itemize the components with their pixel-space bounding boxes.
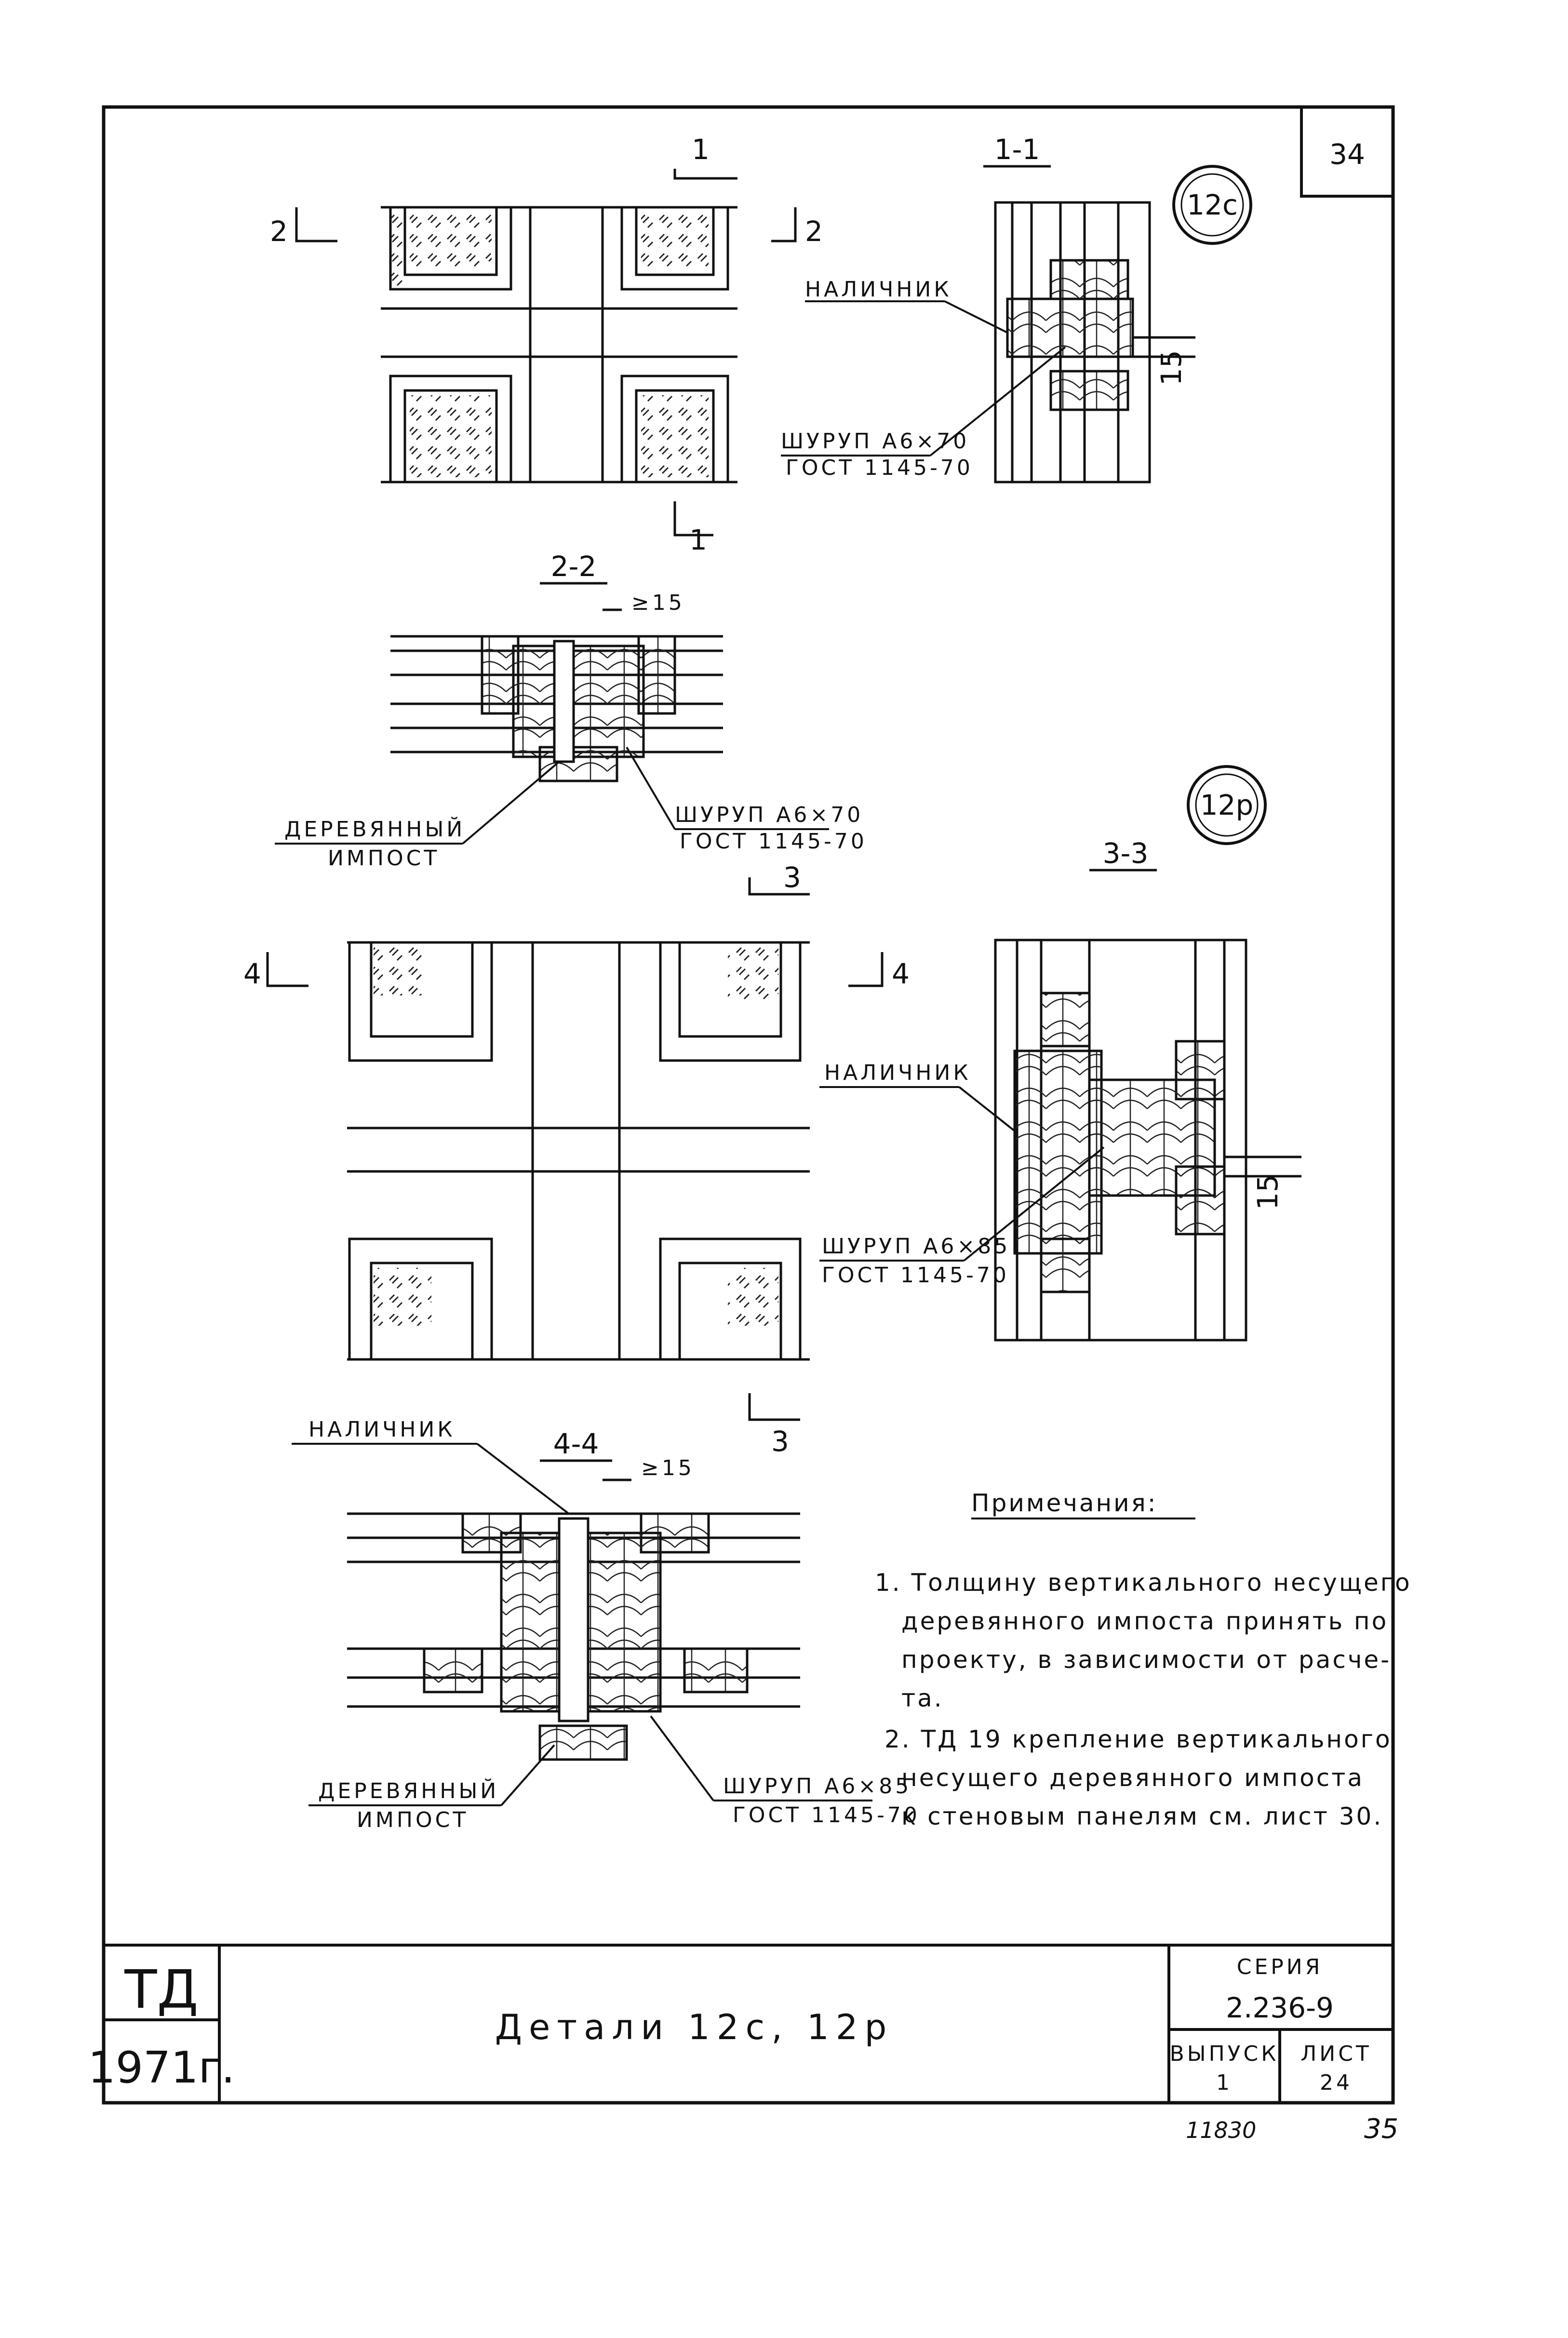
dimension-15-s33: 15 bbox=[1251, 1174, 1284, 1210]
note-line-7: к стеновым панелям см. лист 30. bbox=[901, 1802, 1383, 1830]
cut-mark-2-left: 2 bbox=[270, 215, 288, 248]
note-line-3: проекту, в зависимости от расче- bbox=[901, 1646, 1391, 1674]
window-plan-12c bbox=[381, 206, 737, 484]
label-impost-2-s22: ИМПОСТ bbox=[328, 846, 440, 871]
note-line-4: та. bbox=[901, 1684, 944, 1712]
note-line-1: 1. Толщину вертикального несущего bbox=[875, 1569, 1412, 1597]
issue-label: ВЫПУСК bbox=[1170, 2042, 1279, 2066]
notes-title: Примечания: bbox=[971, 1489, 1158, 1517]
cut-mark-4-right: 4 bbox=[892, 957, 910, 990]
detail-marker-12c-label: 12с bbox=[1187, 188, 1238, 221]
label-gost-s22: ГОСТ 1145-70 bbox=[680, 829, 867, 854]
title-block bbox=[104, 1944, 1393, 2103]
cut-mark-3-bottom: 3 bbox=[771, 1425, 789, 1458]
label-screw-s33: ШУРУП А6×85 bbox=[822, 1234, 1010, 1259]
label-screw-s44: ШУРУП А6×85 bbox=[723, 1774, 911, 1799]
label-gost-s11: ГОСТ 1145-70 bbox=[786, 456, 973, 480]
cut-marks-plan-2 bbox=[266, 877, 884, 1421]
handwritten-number-right: 35 bbox=[1364, 2113, 1398, 2145]
page-number: 34 bbox=[1329, 138, 1365, 171]
section-title-4-4: 4-4 bbox=[553, 1427, 599, 1460]
series-label: СЕРИЯ bbox=[1237, 1955, 1323, 1979]
handwritten-number-left: 11830 bbox=[1186, 2117, 1256, 2143]
cut-mark-4-left: 4 bbox=[243, 957, 261, 990]
dimension-15-s11: 15 bbox=[1155, 350, 1188, 386]
detail-marker-12p bbox=[1187, 765, 1267, 845]
series-value: 2.236-9 bbox=[1226, 1991, 1334, 2024]
label-impost-1-s44: ДЕРЕВЯННЫЙ bbox=[318, 1778, 499, 1803]
title-block-org: ТД bbox=[124, 1959, 198, 2020]
cut-mark-1-top: 1 bbox=[692, 133, 710, 166]
label-nalichnik-s44: НАЛИЧНИК bbox=[308, 1417, 456, 1442]
section-2-2-drawing bbox=[390, 608, 723, 782]
sheet-value: 24 bbox=[1320, 2070, 1353, 2095]
label-gost-s44: ГОСТ 1145-70 bbox=[733, 1803, 920, 1827]
issue-value: 1 bbox=[1216, 2070, 1233, 2095]
window-plan-12p bbox=[347, 941, 810, 1361]
title-block-title: Детали 12с, 12р bbox=[495, 2007, 894, 2047]
cut-mark-3-top: 3 bbox=[783, 861, 801, 894]
cut-mark-2-right: 2 bbox=[805, 215, 823, 248]
label-screw-s22: ШУРУП А6×70 bbox=[675, 803, 863, 827]
sheet-label: ЛИСТ bbox=[1300, 2042, 1372, 2066]
dimension-ge15-s22: ≥15 bbox=[631, 591, 685, 615]
section-3-3-drawing bbox=[994, 939, 1301, 1342]
section-1-1-drawing bbox=[994, 201, 1195, 484]
section-title-3-3: 3-3 bbox=[1103, 837, 1149, 870]
section-title-1-1: 1-1 bbox=[994, 133, 1040, 166]
detail-marker-12c bbox=[1172, 165, 1252, 245]
note-line-2: деревянного импоста принять по bbox=[901, 1607, 1388, 1635]
label-screw-s11: ШУРУП А6×70 bbox=[781, 429, 969, 454]
section-4-4-drawing bbox=[347, 1478, 800, 1761]
cut-marks-plan-1 bbox=[295, 169, 797, 537]
section-title-2-2: 2-2 bbox=[551, 550, 597, 583]
label-gost-s33: ГОСТ 1145-70 bbox=[822, 1263, 1009, 1288]
label-impost-1-s22: ДЕРЕВЯННЫЙ bbox=[284, 816, 465, 842]
label-nalichnik-s11: НАЛИЧНИК bbox=[805, 277, 952, 302]
dimension-ge15-s44: ≥15 bbox=[641, 1456, 695, 1480]
note-line-6: несущего деревянного импоста bbox=[901, 1764, 1364, 1792]
label-nalichnik-s33: НАЛИЧНИК bbox=[824, 1061, 971, 1085]
detail-marker-12p-label: 12р bbox=[1200, 789, 1254, 821]
note-line-5: 2. ТД 19 крепление вертикального bbox=[885, 1725, 1392, 1753]
label-impost-2-s44: ИМПОСТ bbox=[357, 1808, 469, 1832]
sheet-frame bbox=[102, 105, 1395, 2105]
title-block-year: 1971г. bbox=[88, 2042, 235, 2093]
cut-mark-1-bottom: 1 bbox=[689, 524, 707, 556]
